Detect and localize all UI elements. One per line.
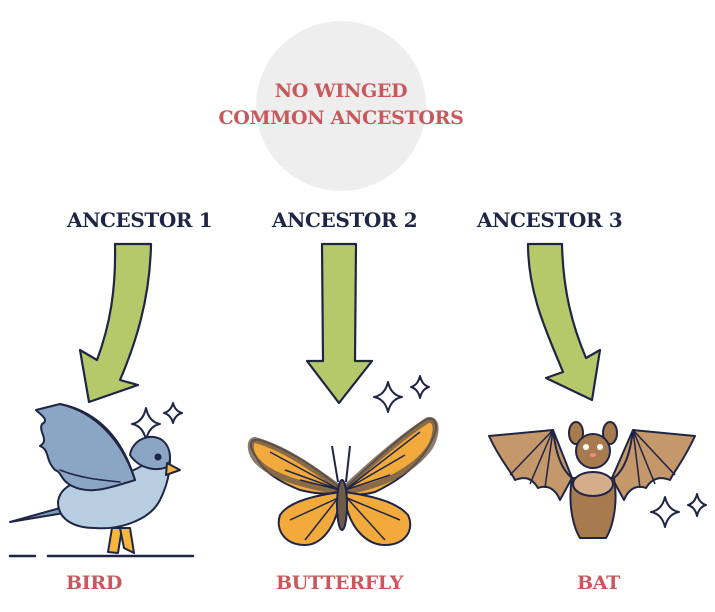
butterfly-label: BUTTERFLY [276,572,403,594]
sparkle-icon [373,381,403,413]
arrow-1-icon [78,242,153,404]
ancestor-2-label: ANCESTOR 2 [272,208,418,232]
bat-icon [488,421,696,539]
bat-label: BAT [577,572,621,594]
sparkle-icon [163,402,183,424]
ancestor-1-label: ANCESTOR 1 [67,208,213,232]
bird-icon [8,403,195,558]
title-line-1: NO WINGED [274,80,408,102]
common-ancestor-title: NO WINGED COMMON ANCESTORS [200,78,482,132]
arrow-2-icon [305,242,374,405]
bird-label: BIRD [66,572,123,594]
arrow-3-icon [526,242,602,402]
sparkle-icon [650,496,680,528]
common-ancestor-circle [256,21,426,191]
sparkle-icon [687,493,707,517]
title-line-2: COMMON ANCESTORS [218,107,464,129]
sparkle-icon [410,375,430,399]
butterfly-icon [247,417,439,546]
sparkle-icon [131,407,161,441]
ancestor-3-label: ANCESTOR 3 [477,208,623,232]
